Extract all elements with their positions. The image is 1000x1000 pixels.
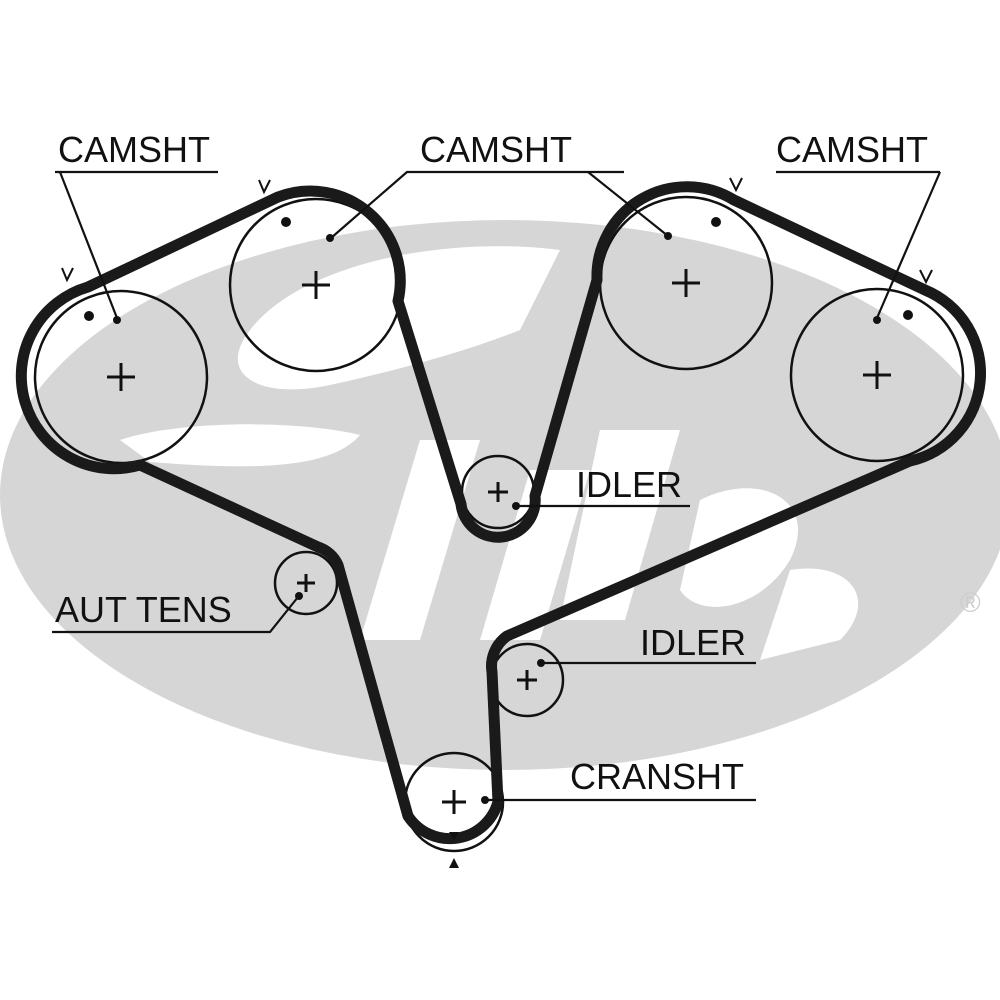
pulley-auto-tensioner [273, 550, 339, 616]
timing-mark-dot [281, 217, 291, 227]
registered-mark: ® [960, 587, 981, 618]
belt-timing-marks [61, 177, 933, 868]
label-idler-lower: IDLER [640, 622, 746, 663]
timing-mark-dot [903, 310, 913, 320]
label-camshaft-center: CAMSHT [420, 129, 572, 170]
label-crankshaft: CRANSHT [570, 756, 744, 797]
leader-lines [52, 170, 942, 804]
timing-mark-dot [711, 217, 721, 227]
label-auto-tensioner: AUT TENS [55, 589, 232, 630]
label-idler-upper: IDLER [576, 464, 682, 505]
timing-mark-dot [84, 311, 94, 321]
pulley-camshaft-right [789, 287, 965, 463]
label-camshaft-left: CAMSHT [58, 129, 210, 170]
gates-logo-watermark: ® [0, 220, 1000, 770]
timing-belt [15, 181, 986, 845]
label-camshaft-right: CAMSHT [776, 129, 928, 170]
